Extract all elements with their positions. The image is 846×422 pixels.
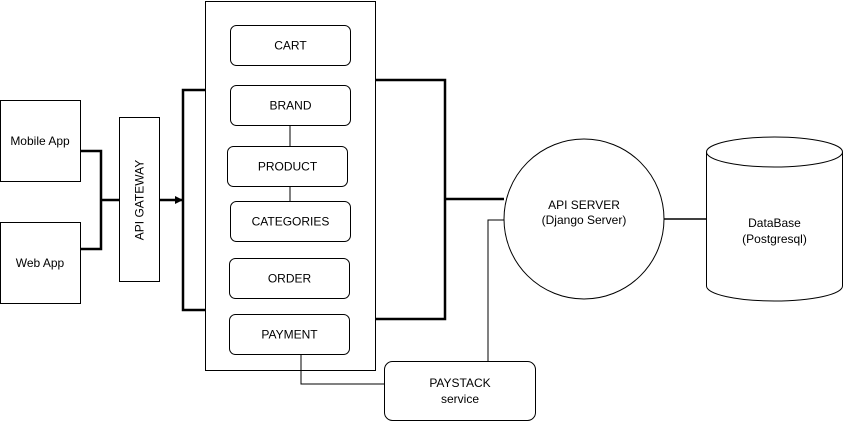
arrow-head-icon xyxy=(175,196,183,204)
cart-label: CART xyxy=(274,39,307,53)
payment-service-node: PAYMENT xyxy=(229,314,350,355)
clients-bracket xyxy=(81,149,103,251)
cart-service-node: CART xyxy=(230,25,351,66)
paystack-title: PAYSTACK xyxy=(429,376,490,390)
brand-label: BRAND xyxy=(269,99,311,113)
database-subtitle: (Postgresql) xyxy=(742,232,807,246)
payment-to-paystack-line xyxy=(300,354,384,385)
services-bracket xyxy=(181,88,205,312)
api-gateway-node: API GATEWAY xyxy=(119,117,160,282)
paystack-subtitle: service xyxy=(441,392,479,406)
brand-service-node: BRAND xyxy=(230,85,351,126)
database-title: DataBase xyxy=(748,216,801,230)
api-server-subtitle: (Django Server) xyxy=(542,213,627,227)
product-service-node: PRODUCT xyxy=(227,146,348,187)
order-label: ORDER xyxy=(268,272,312,286)
paystack-service-node: PAYSTACK service xyxy=(384,361,536,421)
mobile-app-label: Mobile App xyxy=(10,134,70,148)
api-server-title: API SERVER xyxy=(548,198,620,212)
order-service-node: ORDER xyxy=(229,258,350,299)
api-gateway-label: API GATEWAY xyxy=(133,160,147,240)
connectors xyxy=(81,78,706,385)
categories-label: CATEGORIES xyxy=(252,215,330,229)
product-label: PRODUCT xyxy=(258,160,318,174)
web-app-node: Web App xyxy=(0,222,81,304)
database-node: DataBase (Postgresql) xyxy=(706,136,843,302)
web-app-label: Web App xyxy=(16,256,65,270)
paystack-to-server-line xyxy=(487,219,508,361)
api-server-node: API SERVER (Django Server) xyxy=(503,138,665,300)
mobile-app-node: Mobile App xyxy=(0,100,81,182)
payment-label: PAYMENT xyxy=(261,328,318,342)
services-container xyxy=(205,1,376,371)
services-to-server-bracket xyxy=(376,78,447,321)
categories-service-node: CATEGORIES xyxy=(230,201,351,242)
